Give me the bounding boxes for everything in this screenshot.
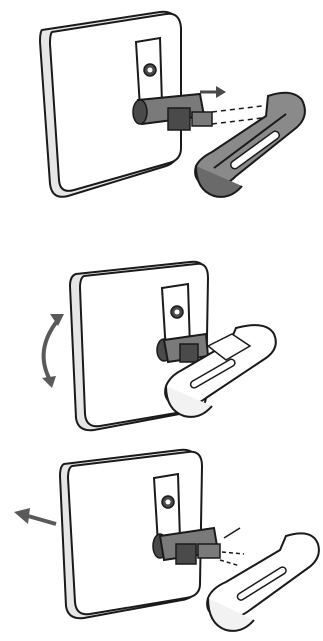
alignment-guides	[212, 106, 262, 124]
step-1-illustration	[0, 0, 323, 210]
curved-double-arrow-icon	[42, 314, 64, 388]
headrest-arm	[195, 93, 305, 197]
step-3-release-arm	[0, 440, 323, 641]
hinge-receiver	[133, 94, 212, 130]
step-2-illustration	[0, 250, 323, 440]
arrow-left-icon	[14, 508, 56, 524]
arrow-right-icon	[200, 86, 226, 98]
step-2-tilt-screen	[0, 250, 323, 440]
release-indicator	[220, 528, 244, 566]
step-3-illustration	[0, 440, 323, 641]
headrest-arm	[207, 533, 319, 631]
step-1-attach-arm	[0, 0, 323, 210]
